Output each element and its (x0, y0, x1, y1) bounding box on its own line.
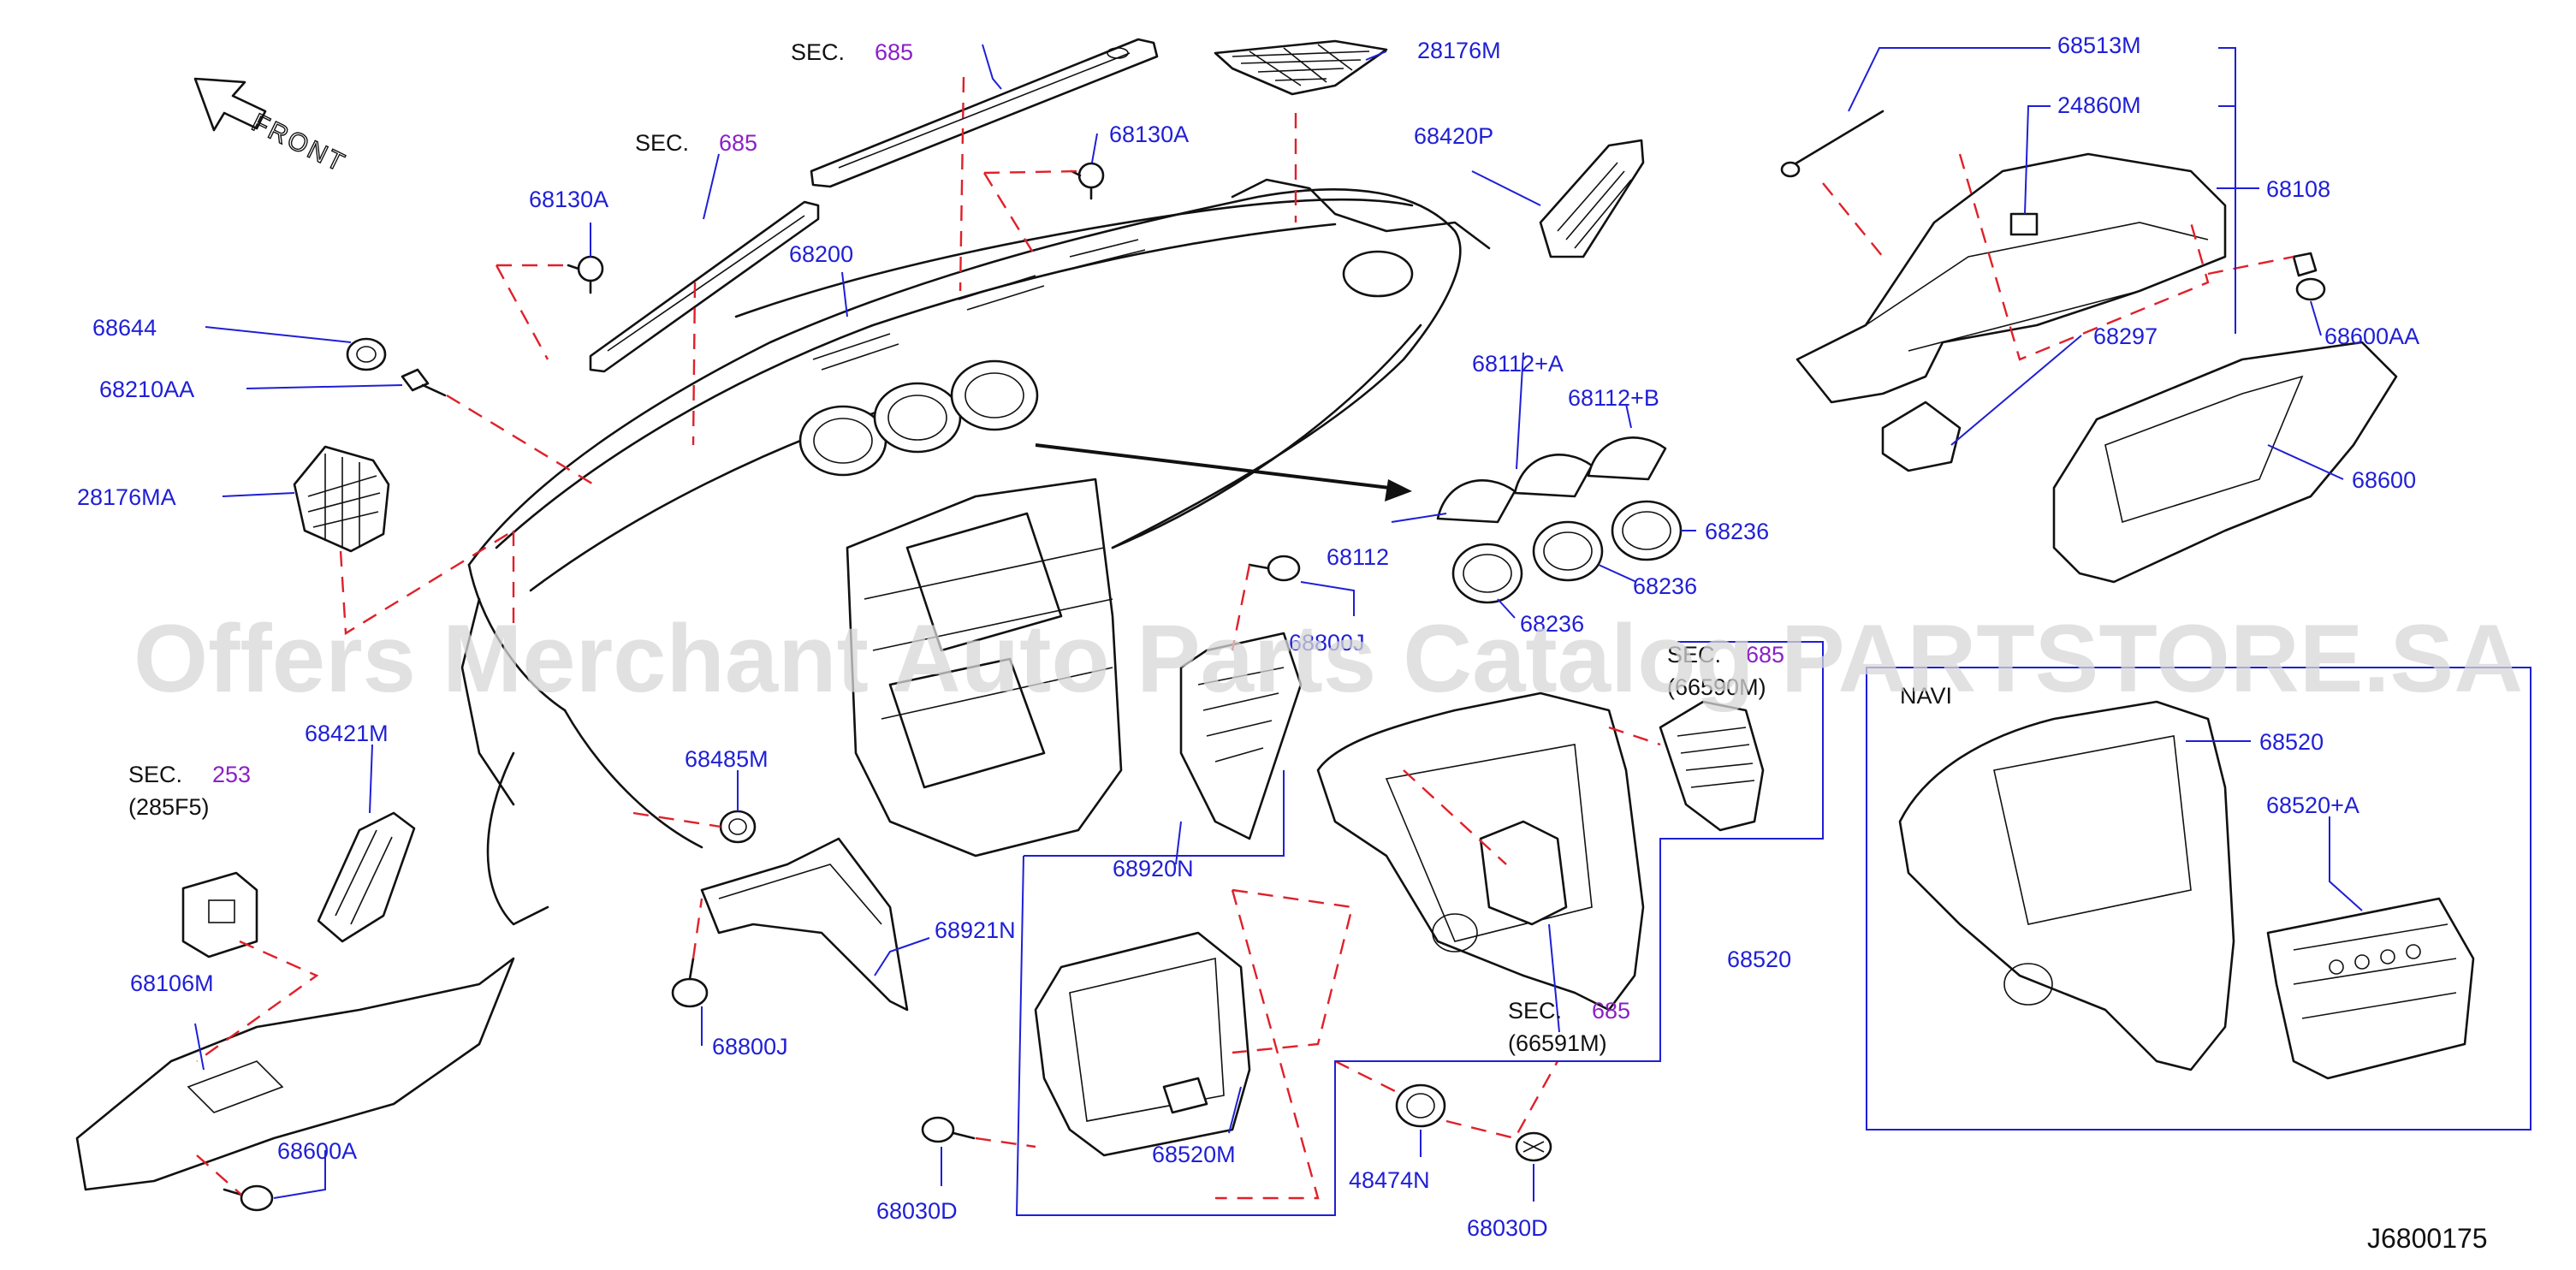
part-68520M[interactable]: 68520M (1152, 1142, 1236, 1167)
part-68030D-left[interactable]: 68030D (876, 1198, 958, 1224)
part-68800J-right[interactable]: 68800J (1289, 630, 1365, 656)
section-frames (1015, 641, 1824, 1216)
part-68520A-navi[interactable]: 68520+A (2266, 792, 2359, 818)
part-68600[interactable]: 68600 (2352, 467, 2416, 493)
sec-top-prefix: SEC. (791, 39, 845, 65)
navi-box (1866, 667, 2531, 1131)
part-28176MA[interactable]: 28176MA (77, 484, 176, 510)
assembly-lines (196, 76, 2294, 1200)
sec-right-upper-number[interactable]: 685 (1746, 642, 1784, 668)
part-68420P[interactable]: 68420P (1414, 123, 1493, 149)
part-68297[interactable]: 68297 (2093, 323, 2158, 349)
leader-lines (194, 44, 2363, 1202)
side-vent-68420P (1539, 139, 1645, 258)
part-68030D-right[interactable]: 68030D (1467, 1215, 1548, 1241)
cluster-finisher-68520 (1316, 691, 1645, 1012)
sec-253-sub: (285F5) (128, 794, 210, 820)
screw-68030D-left (921, 1116, 976, 1143)
screw-68800J-left (671, 957, 709, 1008)
sec-253-prefix: SEC. (128, 762, 182, 787)
part-68236-a[interactable]: 68236 (1705, 519, 1769, 544)
screw-68030D-right (1515, 1131, 1552, 1162)
pocket-68520M (1034, 931, 1251, 1157)
part-68800J-left[interactable]: 68800J (712, 1034, 788, 1059)
part-68644[interactable]: 68644 (92, 315, 157, 341)
front-arrow-icon: FRONT (193, 77, 351, 179)
clip-24860M (2009, 212, 2039, 236)
sec-right-lower-prefix: SEC. (1508, 998, 1562, 1024)
part-68112-b[interactable]: 68112+B (1568, 385, 1659, 411)
bracket-68297 (1881, 401, 1962, 472)
part-68106M[interactable]: 68106M (130, 970, 214, 996)
switch-285F5 (181, 871, 258, 958)
vent-66590M (1659, 700, 1765, 832)
front-label: FRONT (247, 109, 351, 179)
part-28176M[interactable]: 28176M (1417, 38, 1501, 63)
part-68200[interactable]: 68200 (789, 241, 853, 267)
part-68236-c[interactable]: 68236 (1520, 611, 1584, 637)
part-68112-a[interactable]: 68112+A (1472, 351, 1564, 377)
navi-panel-68520A (2266, 897, 2475, 1080)
sec-right-upper-sub: (66590M) (1667, 674, 1766, 700)
glove-box-68600 (2052, 341, 2398, 584)
sec-right-lower-number[interactable]: 685 (1592, 998, 1630, 1024)
bracket-68920N (1179, 632, 1303, 840)
part-68520-navi[interactable]: 68520 (2259, 729, 2324, 755)
clip-68130A-left (567, 255, 604, 294)
rod-68513M (1780, 110, 1885, 178)
sec-right-upper-prefix: SEC. (1667, 642, 1721, 668)
screw-68600AA (2292, 252, 2326, 301)
part-68600AA[interactable]: 68600AA (2324, 323, 2419, 349)
clip-68130A-top (1070, 162, 1105, 200)
part-68520-right[interactable]: 68520 (1727, 947, 1791, 972)
sec-mid-number[interactable]: 685 (719, 130, 757, 156)
screw-68600A (223, 1184, 274, 1212)
grommet-48474N (1395, 1083, 1446, 1128)
part-68920N[interactable]: 68920N (1113, 856, 1194, 881)
pointer-arrow (1035, 443, 1404, 491)
part-68236-b[interactable]: 68236 (1633, 573, 1697, 599)
defroster-grille-left (589, 200, 820, 373)
part-68108[interactable]: 68108 (2266, 176, 2330, 202)
vent-rings-68236 (1451, 500, 1683, 604)
navi-finisher-68520 (1898, 700, 2235, 1071)
part-68421M[interactable]: 68421M (305, 721, 389, 746)
part-68210AA[interactable]: 68210AA (99, 377, 194, 402)
vent-68421M (317, 811, 416, 943)
sec-mid-prefix: SEC. (635, 130, 689, 156)
sec-top-number[interactable]: 685 (875, 39, 913, 65)
bolt-68210AA (401, 368, 447, 397)
grommet-68485M (719, 810, 757, 844)
speaker-grille-28176MA (293, 445, 390, 553)
navi-label: NAVI (1900, 683, 1952, 709)
part-68112[interactable]: 68112 (1327, 544, 1389, 570)
speaker-grille-28176M (1214, 39, 1388, 96)
lower-cover-68106M (75, 957, 515, 1191)
drawing-id: J6800175 (2367, 1223, 2488, 1254)
glove-box-frame-68108 (1795, 152, 2227, 404)
part-68485M[interactable]: 68485M (685, 746, 769, 772)
part-24860M[interactable]: 24860M (2057, 92, 2141, 118)
sec-right-lower-sub: (66591M) (1508, 1030, 1607, 1056)
part-48474N[interactable]: 48474N (1349, 1167, 1430, 1193)
part-68921N[interactable]: 68921N (935, 917, 1016, 943)
watermark: Offers Merchant Auto Parts Catalog PARTS… (134, 605, 2523, 712)
part-68600A[interactable]: 68600A (277, 1138, 357, 1164)
finisher-68921N (700, 837, 909, 1012)
part-68130A-left[interactable]: 68130A (529, 187, 608, 212)
part-68130A-top[interactable]: 68130A (1109, 122, 1189, 147)
part-68513M[interactable]: 68513M (2057, 33, 2141, 58)
screw-68800J-right (1248, 555, 1301, 582)
defroster-grille-top (810, 38, 1159, 188)
sec-253-number[interactable]: 253 (212, 762, 251, 787)
vent-covers-68112 (1436, 436, 1667, 524)
instrument-panel-drawing (460, 178, 1491, 926)
pointer-arrow-head (1385, 479, 1412, 501)
grommet-68644 (346, 337, 387, 371)
